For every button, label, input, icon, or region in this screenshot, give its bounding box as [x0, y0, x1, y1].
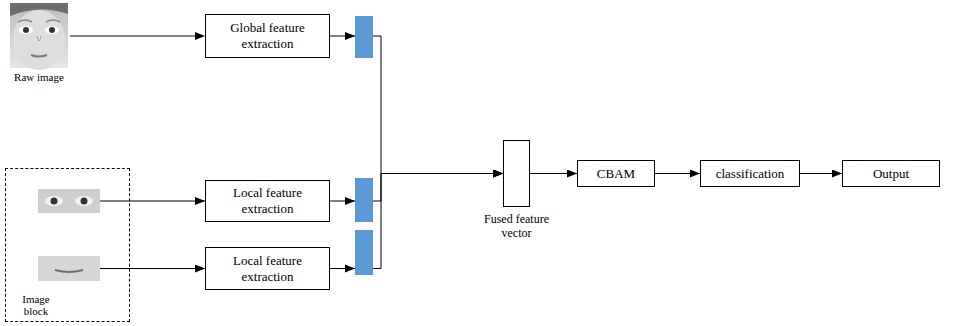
photo-ground	[38, 256, 100, 281]
lead-line	[100, 268, 130, 269]
mouth	[55, 270, 83, 272]
group-box: Image block	[5, 168, 130, 322]
process-box: Local feature extraction	[205, 180, 330, 222]
eye	[45, 196, 63, 206]
node-text: classification	[716, 166, 785, 182]
eye	[75, 196, 93, 206]
lead-line	[100, 201, 130, 202]
raw-face-image	[10, 3, 68, 70]
flow-arrow	[530, 173, 577, 174]
node-text: CBAM	[597, 166, 635, 182]
pupil	[23, 27, 29, 33]
eye	[45, 26, 59, 34]
process-box: classification	[700, 160, 800, 187]
node-text: Global feature extraction	[214, 20, 321, 51]
arrowhead	[195, 32, 205, 40]
feature-bar	[355, 230, 373, 275]
image-caption: Raw image	[6, 71, 72, 84]
feature-bar	[355, 16, 373, 58]
brow	[46, 20, 60, 22]
process-box: Output	[842, 160, 940, 187]
feature-vector: Fused feature vector	[503, 140, 530, 207]
photo-ground	[38, 189, 100, 213]
arrowhead	[345, 265, 355, 273]
process-box: Global feature extraction	[205, 14, 330, 58]
flow-arrow	[800, 173, 842, 174]
pupil	[81, 198, 88, 205]
input-arrow-line	[70, 36, 197, 37]
node-text: Local feature extraction	[214, 185, 321, 216]
eye	[19, 26, 33, 34]
pupil	[49, 27, 55, 33]
mouth	[31, 55, 47, 57]
flow-arrow	[130, 201, 205, 202]
node-text: Local feature extraction	[214, 253, 321, 284]
mouth-block-image	[38, 256, 100, 281]
eye-block-image	[38, 189, 100, 213]
flow-arrow	[655, 173, 700, 174]
brow	[18, 20, 32, 22]
arrowhead	[345, 197, 355, 205]
process-box: Local feature extraction	[205, 247, 330, 290]
node-text: Image block	[14, 293, 58, 318]
process-box: CBAM	[577, 160, 655, 187]
node-text: Fused feature vector	[472, 212, 562, 241]
feature-bar	[355, 178, 373, 222]
nose	[37, 36, 41, 41]
node-text: Output	[873, 166, 909, 182]
pupil	[51, 198, 58, 205]
arrowhead	[345, 32, 355, 40]
flow-arrow	[130, 268, 205, 269]
face	[13, 10, 65, 70]
